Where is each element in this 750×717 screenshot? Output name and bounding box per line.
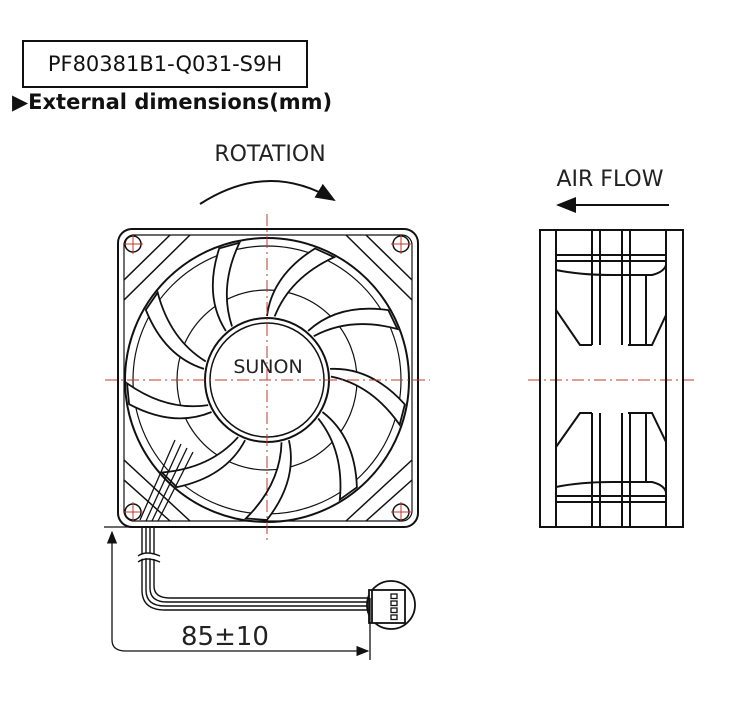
connector-pin	[390, 607, 398, 614]
fan-blade	[307, 307, 400, 338]
fan-blade	[211, 241, 242, 332]
section-title: ▶External dimensions(mm)	[12, 90, 332, 114]
fan-blade	[159, 436, 246, 489]
model-number-box: PF80381B1-Q031-S9H	[22, 40, 308, 88]
length-dimension	[104, 526, 371, 660]
connector-pin	[390, 600, 398, 607]
airflow-label: AIR FLOW	[556, 167, 663, 192]
fan-front-view	[117, 228, 419, 528]
fan-blade	[317, 411, 358, 502]
model-number: PF80381B1-Q031-S9H	[47, 52, 283, 76]
rotation-arrow	[199, 179, 336, 205]
fan-blade	[329, 367, 406, 427]
section-title-text: External dimensions(mm)	[28, 90, 333, 114]
lead-wire	[136, 527, 368, 611]
rotation-label: ROTATION	[214, 142, 325, 167]
fan-blade	[144, 290, 207, 370]
fan-blade	[266, 247, 337, 317]
wire-exit	[139, 439, 194, 522]
fan-blade	[243, 439, 292, 521]
fan-blades	[125, 241, 406, 521]
right-triangle-icon: ▶	[12, 90, 29, 114]
hub-brand: SUNON	[233, 356, 302, 378]
connector-pin	[390, 593, 398, 600]
fan-side-view	[539, 229, 684, 528]
wire-length-label: 85±10	[181, 622, 269, 652]
fan-blade	[125, 381, 212, 420]
connector	[366, 580, 416, 630]
connector-pin	[390, 614, 398, 621]
